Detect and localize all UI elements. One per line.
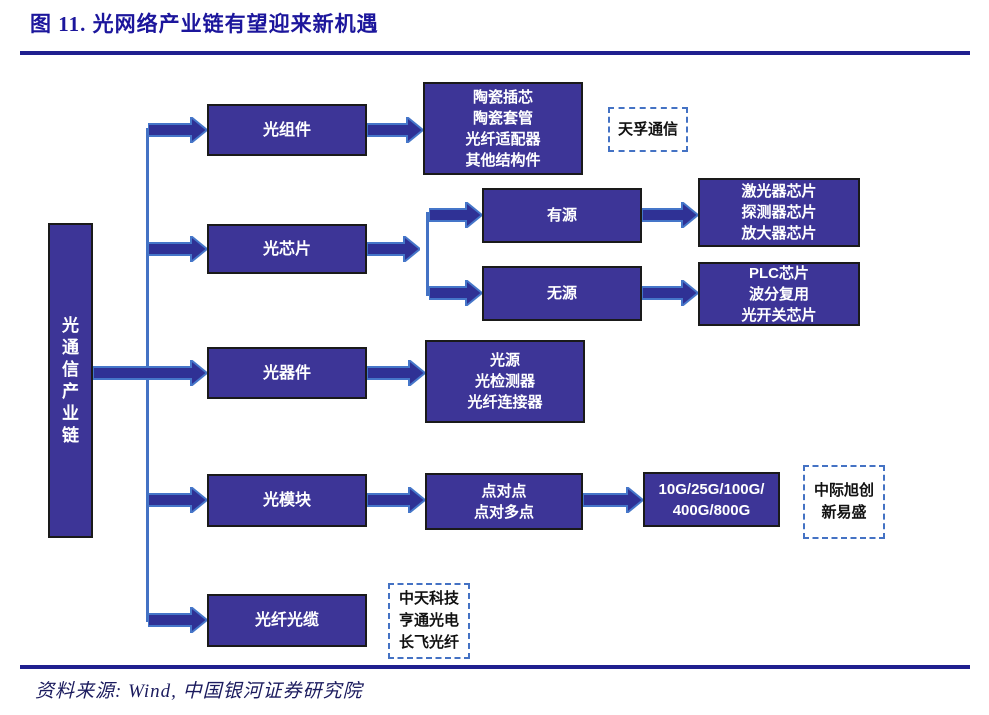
- node-category-devices: 光器件: [207, 347, 367, 399]
- detail-line: 其他结构件: [465, 151, 541, 169]
- root-char: 光: [62, 315, 79, 335]
- speed-line: 400G/800G: [672, 501, 751, 519]
- company-line: 中际旭创: [813, 482, 874, 499]
- node-active-detail: 激光器芯片 探测器芯片 放大器芯片: [698, 178, 860, 247]
- node-branch-active: 有源: [482, 188, 642, 243]
- arrow-trunk-to-chips: [148, 236, 207, 262]
- company-line: 新易盛: [821, 504, 867, 521]
- figure-title: 图 11. 光网络产业链有望迎来新机遇: [30, 12, 379, 36]
- detail-line: 探测器芯片: [741, 204, 817, 221]
- node-company-modules: 中际旭创 新易盛: [803, 465, 885, 539]
- company-line: 中天科技: [398, 590, 459, 607]
- arrow-components-to-detail: [367, 117, 423, 143]
- arrow-detail-to-speeds: [583, 487, 643, 513]
- node-category-modules: 光模块: [207, 474, 367, 527]
- detail-line: PLC芯片: [748, 264, 809, 282]
- arrow-devices-to-detail: [367, 360, 425, 386]
- chip-branch-connector-line: [426, 212, 429, 296]
- node-company-fiber: 中天科技 亨通光电 长飞光纤: [388, 583, 470, 659]
- arrow-active-to-detail: [642, 202, 698, 228]
- arrow-split-to-passive: [429, 280, 482, 306]
- node-passive-detail: PLC芯片 波分复用 光开关芯片: [698, 262, 860, 326]
- company-line: 长飞光纤: [398, 634, 459, 651]
- detail-line: 光检测器: [474, 373, 535, 390]
- node-components-detail: 陶瓷插芯 陶瓷套管 光纤适配器 其他结构件: [423, 82, 583, 175]
- arrow-chips-to-split: [367, 236, 420, 262]
- node-company-tfc: 天孚通信: [608, 107, 688, 152]
- detail-line: 放大器芯片: [741, 225, 817, 242]
- node-modules-speeds: 10G/25G/100G/ 400G/800G: [643, 472, 780, 527]
- detail-line: 点对点: [481, 482, 527, 500]
- arrow-passive-to-detail: [642, 280, 698, 306]
- footer-rule: [20, 665, 970, 669]
- node-category-components: 光组件: [207, 104, 367, 156]
- root-char: 链: [62, 425, 79, 445]
- node-root-industry-chain: 光 通 信 产 业 链: [48, 223, 93, 538]
- arrow-modules-to-detail: [367, 487, 425, 513]
- speed-line: 10G/25G/100G/: [658, 480, 765, 498]
- arrow-trunk-to-components: [148, 117, 207, 143]
- detail-line: 陶瓷插芯: [472, 88, 533, 106]
- root-char: 业: [62, 403, 79, 423]
- detail-line: 点对多点: [473, 503, 534, 521]
- node-devices-detail: 光源 光检测器 光纤连接器: [425, 340, 585, 423]
- node-modules-detail: 点对点 点对多点: [425, 473, 583, 530]
- arrow-root-to-devices: [93, 360, 207, 386]
- detail-line: 波分复用: [748, 285, 809, 303]
- source-note: 资料来源: Wind, 中国银河证券研究院: [35, 681, 363, 702]
- detail-line: 光纤适配器: [465, 130, 541, 148]
- root-char: 通: [62, 337, 79, 357]
- node-category-chips: 光芯片: [207, 224, 367, 274]
- node-branch-passive: 无源: [482, 266, 642, 321]
- root-char: 产: [62, 381, 79, 401]
- detail-line: 光源: [489, 352, 520, 369]
- arrow-split-to-active: [429, 202, 482, 228]
- detail-line: 激光器芯片: [741, 183, 817, 200]
- arrow-trunk-to-fiber: [148, 607, 207, 633]
- detail-line: 陶瓷套管: [472, 109, 533, 127]
- company-line: 亨通光电: [398, 612, 459, 629]
- title-rule: [20, 51, 970, 55]
- node-category-fiber: 光纤光缆: [207, 594, 367, 647]
- detail-line: 光开关芯片: [741, 306, 817, 324]
- company-line: 天孚通信: [617, 120, 678, 138]
- detail-line: 光纤连接器: [467, 394, 543, 411]
- arrow-trunk-to-modules: [148, 487, 207, 513]
- root-char: 信: [62, 359, 79, 379]
